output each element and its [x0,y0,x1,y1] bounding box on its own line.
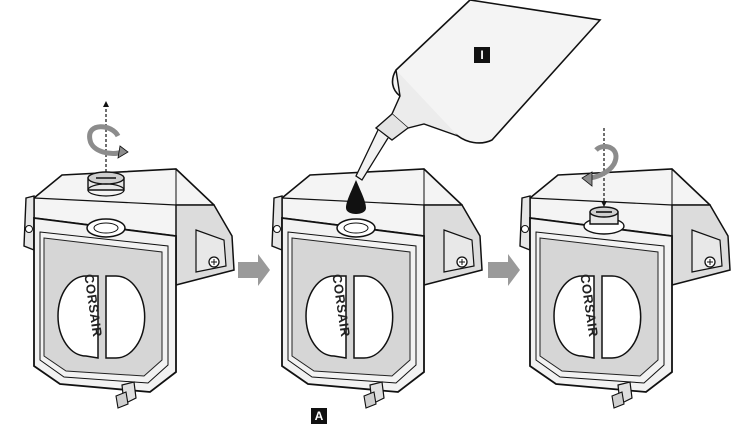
coolant-bottle [355,0,602,181]
bottle-callout-marker: I [474,47,490,63]
rotate-arrow-icon [87,124,129,159]
bottle-nozzle [355,129,389,181]
step-arrow-icon [488,254,520,286]
panel-remove-cap: CORSAIR [23,101,235,409]
coolant-drop [346,180,366,214]
rotate-arrow-icon [581,144,619,187]
fill-port [86,218,126,238]
panel-replace-cap: CORSAIR [519,128,731,409]
fill-cap [583,206,625,235]
fill-port [336,218,376,238]
step-arrow-icon [238,254,270,286]
fill-cap [87,171,125,197]
reservoir-callout-marker: A [311,408,327,424]
panel-fill-coolant: CORSAIR [271,168,483,409]
